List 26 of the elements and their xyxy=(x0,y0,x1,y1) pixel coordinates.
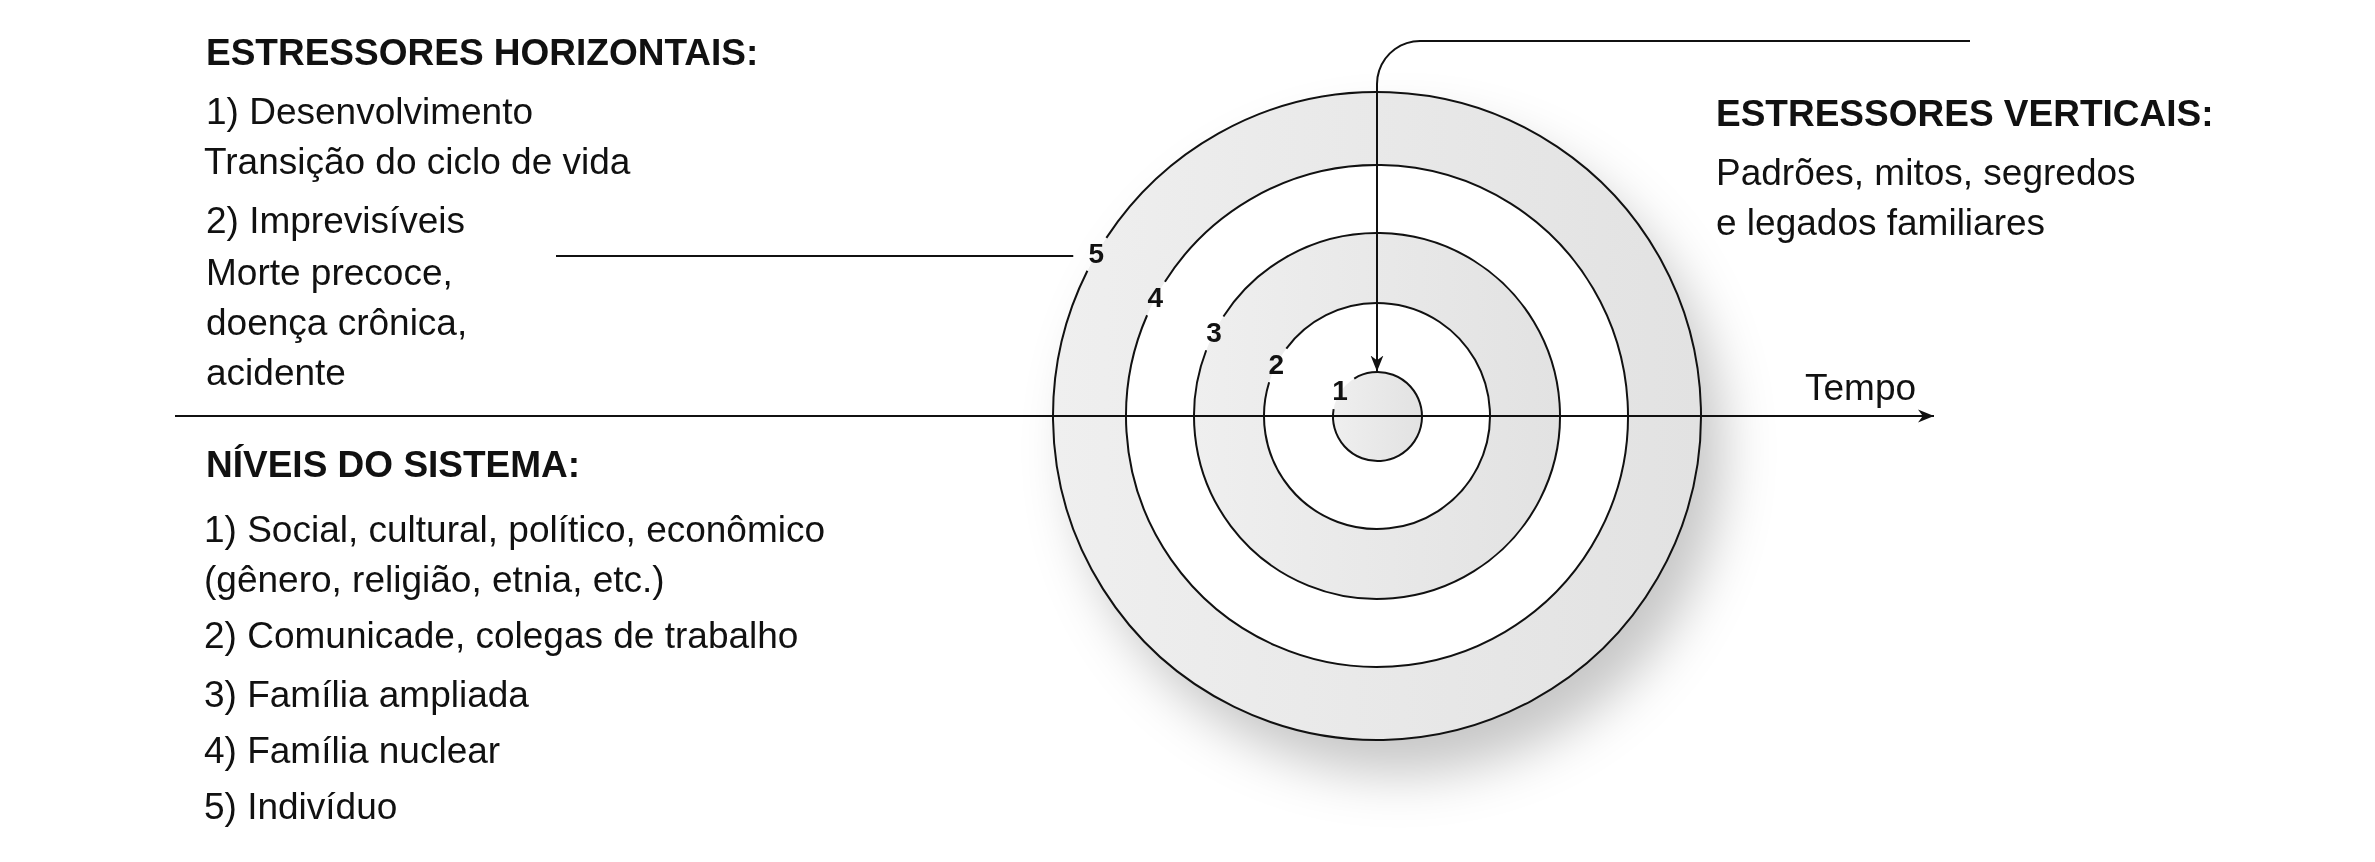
stressor-text: Morte precoce, doença crônica, acidente xyxy=(206,251,469,395)
ring-circle xyxy=(1332,371,1422,461)
description-text: Padrões, mitos, segredos e legados familiares xyxy=(1716,151,2137,245)
ring-number: 1 xyxy=(1332,376,1348,407)
connector-line xyxy=(555,255,1075,257)
heading: ESTRESSORES VERTICAIS: xyxy=(1716,92,2214,136)
heading: NÍVEIS DO SISTEMA: xyxy=(206,443,581,487)
heading: ESTRESSORES HORIZONTAIS: xyxy=(206,31,759,75)
stressor-text: 2) Imprevisíveis xyxy=(206,199,466,243)
ring-circle xyxy=(1053,92,1701,740)
list-item: 1) Social, cultural, político, econômico (gênero, religião, etnia, etc.) xyxy=(204,508,827,602)
list-item: 4) Família nuclear xyxy=(204,729,501,773)
ring-number: 3 xyxy=(1206,317,1222,348)
axis-label: Tempo xyxy=(1805,366,1917,410)
list-item: Transição do ciclo de vida xyxy=(204,140,631,184)
ring-circle xyxy=(1126,165,1628,667)
list-item: 1) Desenvolvimento xyxy=(206,90,533,134)
ring-number: 2 xyxy=(1268,349,1285,380)
ring-number: 4 xyxy=(1147,283,1164,314)
list-item: 3) Família ampliada xyxy=(204,673,529,717)
ring-number: 5 xyxy=(1088,239,1105,269)
arrow xyxy=(1370,40,1971,373)
list-item: 5) Indivíduo xyxy=(204,785,398,829)
ring-circle xyxy=(1264,303,1490,529)
list-item: 2) Comunicade, colegas de trabalho xyxy=(204,614,799,658)
ring-circle xyxy=(1194,233,1560,599)
